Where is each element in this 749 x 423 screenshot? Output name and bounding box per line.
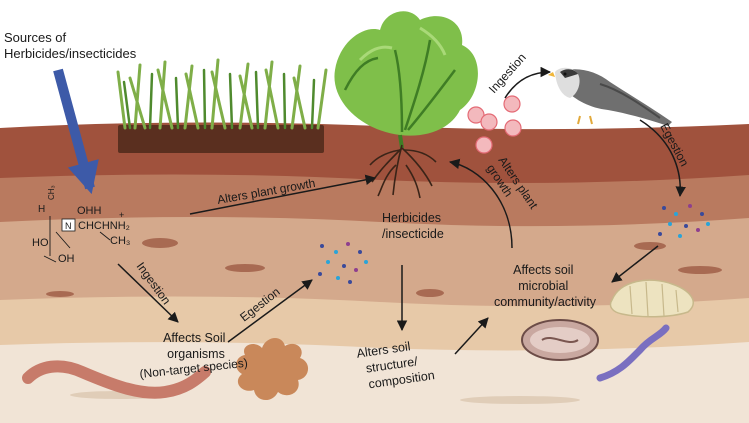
affects-soil-microbial-label: Affects soil microbial community/activit… <box>494 263 597 309</box>
arrow-to-microbial <box>454 317 489 355</box>
affects-soil-organisms-label: Affects Soil organisms <box>163 331 229 361</box>
earthworm-icon <box>22 360 211 399</box>
arrow-egestion-mid <box>227 279 313 343</box>
protozoan-icon <box>521 319 599 361</box>
microbe-cluster-middle <box>318 242 368 284</box>
arrow-ingestion-top <box>504 66 552 99</box>
purple-worm-icon <box>596 324 670 382</box>
chem-h: H <box>38 204 45 215</box>
chemical-structure: H CH₃ OHH N CHCHNH₂ + CH₃ HO OH <box>32 185 130 265</box>
soil-light-layer <box>0 217 749 320</box>
microbe-cluster-right <box>658 204 710 238</box>
chem-plus: + <box>119 210 124 220</box>
arrow-cluster-to-microbial <box>611 245 659 283</box>
herbicides-insecticide-label: Herbicides /insecticide <box>382 211 445 241</box>
chem-ohh: OHH <box>77 205 102 217</box>
chem-ch3-top: CH₃ <box>47 185 56 200</box>
ingestion-particles <box>467 95 522 154</box>
chem-oh: OH <box>58 253 75 265</box>
grass-patch <box>116 58 328 153</box>
chem-chchnh: CHCHNH₂ <box>78 220 130 232</box>
source-arrow <box>53 68 99 195</box>
amoeba-icon <box>236 337 309 401</box>
arrow-microbial-to-plant <box>448 158 513 249</box>
snail-larva-icon <box>609 279 694 318</box>
chem-n: N <box>65 221 72 231</box>
chem-ho: HO <box>32 237 49 249</box>
chem-ch3-bottom: CH₃ <box>110 235 130 247</box>
arrow-ingestion-left <box>117 263 179 323</box>
soil-layers <box>0 122 749 423</box>
chem-n-box <box>61 218 76 232</box>
sources-label: Sources of Herbicides/insecticides <box>4 30 137 61</box>
arrow-egestion-right <box>639 119 686 198</box>
flow-arrows <box>117 66 686 355</box>
falcon-icon <box>548 67 672 126</box>
ingestion-top-label: Ingestion <box>486 50 529 96</box>
arrow-to-plant <box>189 174 377 215</box>
lettuce-plant-icon <box>334 11 478 149</box>
